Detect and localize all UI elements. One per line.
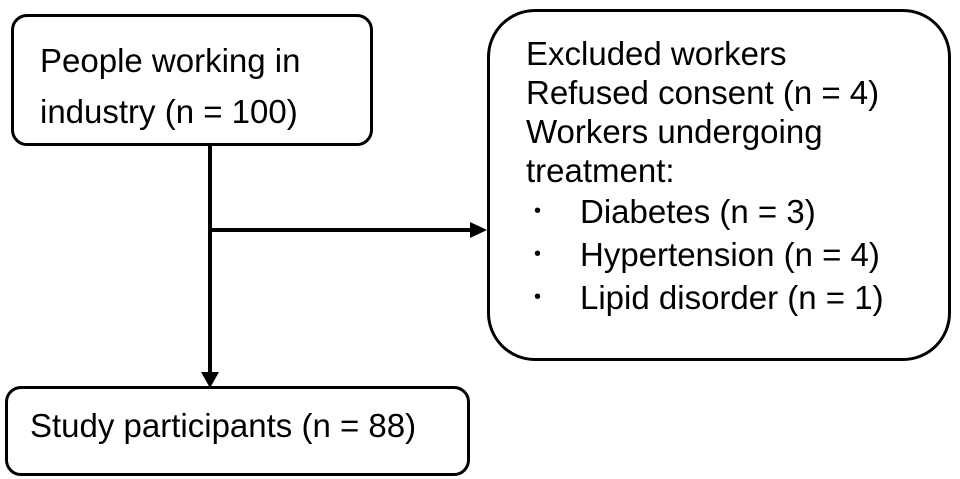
bullet-icon: • bbox=[534, 200, 542, 222]
population-line-2: industry (n = 100) bbox=[40, 93, 298, 130]
population-line-1: People working in bbox=[40, 42, 301, 79]
condition-label: Lipid disorder (n = 1) bbox=[580, 279, 884, 316]
excluded-box: Excluded workers Refused consent (n = 4)… bbox=[487, 9, 951, 361]
condition-label: Hypertension (n = 4) bbox=[580, 236, 880, 273]
bullet-icon: • bbox=[534, 243, 542, 265]
excluded-heading: Excluded workers bbox=[526, 35, 787, 72]
condition-label: Diabetes (n = 3) bbox=[580, 193, 816, 230]
bullet-icon: • bbox=[534, 286, 542, 308]
condition-item: • Lipid disorder (n = 1) bbox=[526, 276, 884, 319]
treatment-label-line-2: treatment: bbox=[526, 152, 675, 189]
condition-item: • Diabetes (n = 3) bbox=[526, 190, 884, 233]
participants-box: Study participants (n = 88) bbox=[5, 386, 470, 476]
refused-consent: Refused consent (n = 4) bbox=[526, 74, 880, 111]
population-box: People working in industry (n = 100) bbox=[11, 14, 373, 146]
treatment-label-line-1: Workers undergoing bbox=[526, 113, 823, 150]
condition-item: • Hypertension (n = 4) bbox=[526, 233, 884, 276]
arrowhead-right bbox=[470, 222, 487, 238]
condition-list: • Diabetes (n = 3) • Hypertension (n = 4… bbox=[526, 190, 884, 319]
participants-label: Study participants (n = 88) bbox=[30, 407, 417, 444]
arrowhead-down bbox=[201, 372, 219, 388]
